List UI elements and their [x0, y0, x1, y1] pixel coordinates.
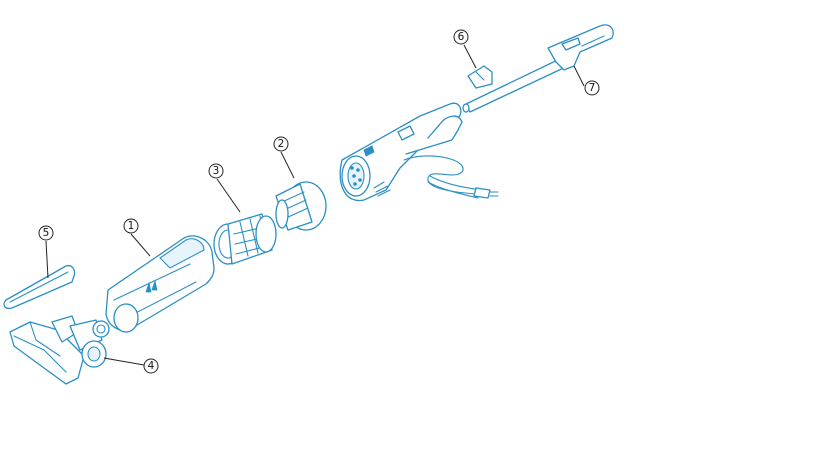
- leader-line-7: [573, 65, 585, 87]
- leader-line-6: [463, 44, 477, 69]
- callout-7: 7: [584, 80, 600, 96]
- svg-text:5: 5: [43, 227, 50, 239]
- clip-part: [467, 65, 493, 89]
- svg-text:7: 7: [589, 82, 596, 94]
- crevice-nozzle-part: [3, 264, 76, 310]
- leader-line-5: [45, 240, 49, 279]
- callout-1: 1: [123, 218, 139, 234]
- callout-2: 2: [273, 136, 289, 152]
- leader-line-3: [216, 178, 241, 213]
- svg-text:3: 3: [213, 165, 220, 177]
- callout-3: 3: [208, 163, 224, 179]
- leader-line-1: [130, 233, 151, 257]
- floor-brush-part: [9, 315, 110, 385]
- leader-line-4: [103, 357, 145, 366]
- callout-6: 6: [453, 29, 469, 45]
- callout-4: 4: [143, 358, 159, 374]
- dust-cup-part: [105, 235, 215, 333]
- svg-text:6: 6: [458, 31, 465, 43]
- svg-text:4: 4: [148, 360, 155, 372]
- motor-body-part: [339, 102, 499, 202]
- cone-filter-part: [275, 181, 327, 231]
- svg-text:1: 1: [128, 220, 135, 232]
- svg-text:2: 2: [278, 138, 285, 150]
- callout-5: 5: [38, 225, 54, 241]
- leader-line-2: [280, 151, 295, 179]
- filter-screen-part: [213, 213, 277, 265]
- extension-tube-part: [462, 24, 614, 113]
